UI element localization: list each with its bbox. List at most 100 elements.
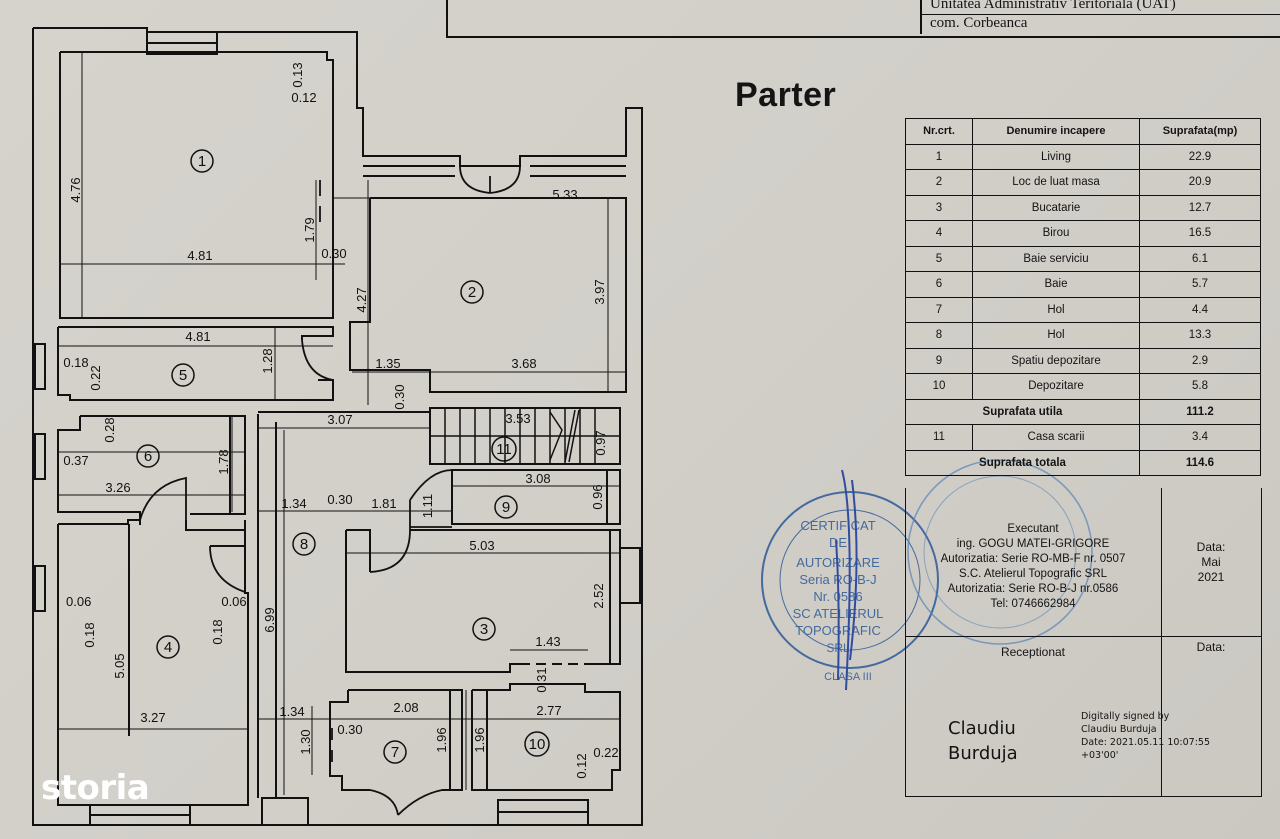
dim-r8-c: 1.81 — [371, 496, 396, 511]
cell-area: 2.9 — [1139, 347, 1261, 374]
header-name: Denumire incapere — [972, 118, 1140, 145]
receptionat-label: Receptionat — [1000, 645, 1066, 659]
dim-r2-a: 1.35 — [375, 356, 400, 371]
cell-name: Baie serviciu — [972, 245, 1140, 272]
executant-auth2: Autorizatia: Serie RO-B-J nr.0586 — [947, 583, 1119, 595]
surveyor-stamp: CERTIFICAT DE AUTORIZARE Seria RO-B-J Nr… — [761, 459, 1093, 691]
total-area-label: Suprafata totala — [905, 449, 1140, 476]
dim-r1-a: 0.13 — [290, 62, 305, 87]
dim-r7-b: 2.08 — [393, 700, 418, 715]
signature-divider-horizontal — [905, 636, 1262, 637]
dim-r1-width: 4.81 — [187, 248, 212, 263]
uat-value: com. Corbeanca — [930, 15, 1028, 31]
signature-scribble — [835, 469, 858, 691]
digital-line-4: +03'00' — [1081, 750, 1119, 761]
dim-r3-width: 5.03 — [469, 538, 494, 553]
dim-r2-b: 3.68 — [511, 356, 536, 371]
dim-r10-width: 2.77 — [536, 703, 561, 718]
cell-area: 22.9 — [1139, 143, 1261, 170]
room-marker-7: 7 — [383, 740, 407, 764]
room-marker-1: 1 — [190, 149, 214, 173]
area-table: Nr.crt. Denumire incapere Suprafata(mp) … — [905, 118, 1261, 476]
cell-nr: 6 — [905, 271, 973, 298]
dim-r3-a: 1.43 — [535, 634, 560, 649]
dim-r10-a: 0.22 — [593, 745, 618, 760]
svg-text:6: 6 — [144, 448, 152, 465]
executant-date-year: 2021 — [1197, 570, 1225, 584]
executant-date-label: Data: — [1196, 540, 1226, 554]
cell-area: 16.5 — [1139, 220, 1261, 247]
cell-nr: 9 — [905, 347, 973, 374]
digital-signature: Digitally signed by Claudiu Burduja Date… — [1081, 710, 1210, 762]
cell-name: Loc de luat masa — [972, 169, 1140, 196]
room-marker-8: 8 — [292, 532, 316, 556]
svg-text:10: 10 — [529, 736, 546, 753]
dim-r6-height: 1.78 — [216, 449, 231, 474]
dimension-labels: 4.76 4.81 0.13 0.12 1.79 0.30 5.33 3.97 … — [63, 62, 618, 778]
cell-area: 3.4 — [1139, 424, 1261, 451]
dim-r2-width: 5.33 — [552, 187, 577, 202]
svg-text:1: 1 — [198, 153, 206, 170]
svg-text:11: 11 — [496, 441, 512, 458]
useful-area-label: Suprafata utila — [905, 398, 1140, 425]
executant-date: Data: Mai 2021 — [1161, 540, 1261, 585]
executant-name: ing. GOGU MATEI-GRIGORE — [956, 538, 1110, 550]
svg-text:3: 3 — [480, 621, 488, 638]
signature-divider-vertical — [1161, 488, 1162, 796]
dim-r9-width: 3.08 — [525, 471, 550, 486]
dim-r4-d: 0.18 — [210, 619, 225, 644]
svg-text:7: 7 — [391, 744, 399, 761]
header-nr: Nr.crt. — [905, 118, 973, 145]
cell-area: 5.7 — [1139, 271, 1261, 298]
floor-title: Parter — [735, 76, 837, 114]
dim-r9-door: 1.11 — [420, 494, 435, 518]
dim-r4-c: 0.06 — [221, 594, 246, 609]
cell-nr: 2 — [905, 169, 973, 196]
room-marker-3: 3 — [472, 617, 496, 641]
svg-text:2: 2 — [468, 284, 476, 301]
table-header-row: Nr.crt. Denumire incapere Suprafata(mp) — [905, 118, 1261, 145]
dim-r6-b: 0.37 — [63, 453, 88, 468]
dim-r8-top: 3.07 — [327, 412, 352, 427]
signer-last-name: Burduja — [948, 743, 1018, 764]
uat-header-box — [446, 0, 1280, 38]
dim-r2-left: 4.27 — [354, 287, 369, 312]
cell-nr: 7 — [905, 296, 973, 323]
cell-area: 13.3 — [1139, 322, 1261, 349]
cell-nr: 8 — [905, 322, 973, 349]
cell-area: 20.9 — [1139, 169, 1261, 196]
dim-r1-b: 0.12 — [291, 90, 316, 105]
storia-watermark-logo: storia — [41, 768, 150, 808]
digital-line-3: Date: 2021.05.11 10:07:55 — [1081, 737, 1211, 748]
cell-name: Baie — [972, 271, 1140, 298]
executant-phone: Tel: 0746662984 — [990, 598, 1076, 610]
stamp-line-9: CLASA III — [824, 671, 872, 683]
svg-text:9: 9 — [502, 499, 510, 516]
total-area-value: 114.6 — [1139, 449, 1261, 476]
dim-r8-b: 0.30 — [327, 492, 352, 507]
cell-nr: 3 — [905, 194, 973, 221]
digital-line-2: Claudiu Burduja — [1081, 724, 1157, 735]
header-area: Suprafata(mp) — [1139, 118, 1261, 145]
signer-name: Claudiu Burduja — [948, 716, 1018, 766]
dim-r7-a: 1.34 — [279, 704, 304, 719]
room-marker-2: 2 — [460, 280, 484, 304]
dim-r4-height: 5.05 — [112, 653, 127, 678]
uat-label: Unitatea Administrativ Teritoriala (UAT) — [930, 0, 1176, 12]
dim-r9-height: 0.96 — [590, 484, 605, 509]
cell-name: Hol — [972, 296, 1140, 323]
digital-line-1: Digitally signed by — [1081, 711, 1170, 722]
dim-r10-height: 1.96 — [472, 727, 487, 752]
doors — [139, 165, 521, 816]
cell-area: 4.4 — [1139, 296, 1261, 323]
executant-block: Executant ing. GOGU MATEI-GRIGORE Autori… — [905, 522, 1161, 612]
cell-name: Birou — [972, 220, 1140, 247]
dim-r1-c: 1.79 — [302, 217, 317, 242]
uat-header-cell — [920, 0, 1280, 34]
dim-r5-width: 4.81 — [185, 329, 210, 344]
dim-r6-width: 3.26 — [105, 480, 130, 495]
